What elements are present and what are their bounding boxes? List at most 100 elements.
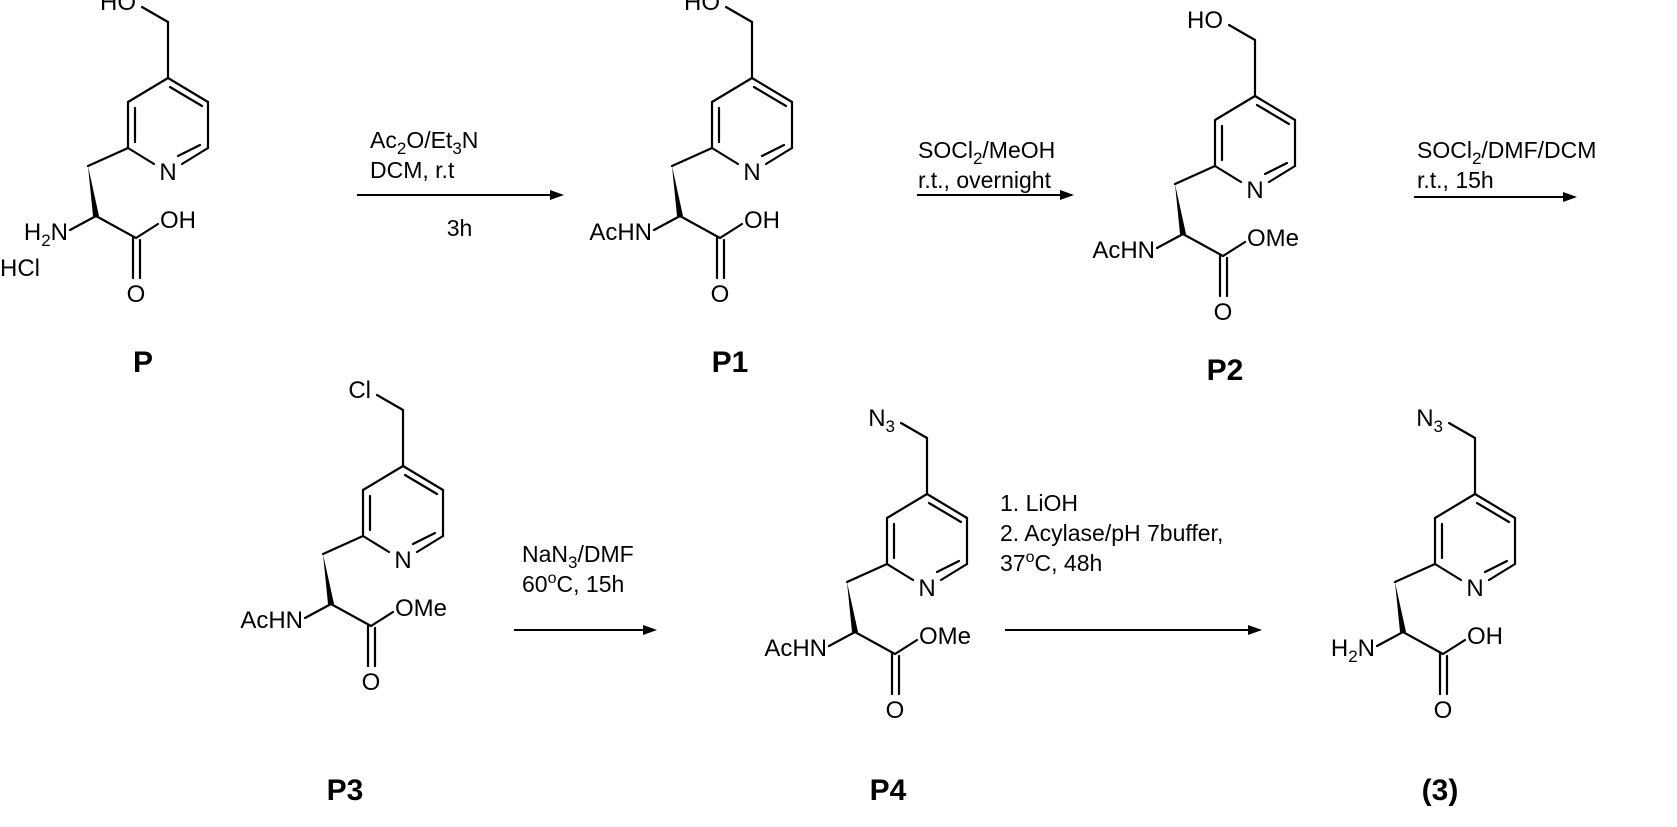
carbonyl-oxygen-label: O: [1434, 697, 1453, 724]
ring-bond: [1269, 166, 1295, 182]
stereo-wedge-bond: [672, 166, 683, 216]
bond: [1403, 632, 1443, 654]
bond: [895, 640, 917, 654]
compound-label: (3): [1422, 774, 1459, 807]
stereo-wedge-bond: [1175, 184, 1186, 234]
amine-label: H2N: [1331, 635, 1375, 666]
ring-bond: [1435, 564, 1461, 580]
bond: [331, 604, 371, 626]
bond: [847, 564, 887, 582]
bond: [829, 632, 855, 646]
amine-label: AcHN: [1092, 237, 1155, 264]
condition-text: 60oC, 15h: [522, 570, 624, 597]
bond: [654, 216, 680, 230]
top-group-label: N3: [868, 405, 895, 436]
compound-p1: N HO AcHN OH O P1: [589, 0, 792, 379]
reaction-arrow-r1: Ac2O/Et3NDCM, r.t 3h: [357, 127, 562, 241]
compound-label: P: [133, 346, 153, 379]
ring-bond: [941, 564, 967, 580]
compound-p3: N ClAcHN OMeO P3: [240, 377, 447, 807]
stereo-wedge-bond: [88, 166, 99, 216]
condition-text: SOCl2/DMF/DCM: [1417, 137, 1596, 168]
bond: [1183, 234, 1223, 256]
bond: [1395, 564, 1435, 582]
ring-nitrogen-label: N: [743, 159, 760, 186]
ring-bond: [417, 536, 443, 552]
ring-bond: [128, 78, 168, 102]
acid-end-label: OH: [744, 207, 780, 234]
condition-text: SOCl2/MeOH: [918, 137, 1055, 168]
compound-c3: NN3H2NOHO(3): [1331, 405, 1515, 807]
bond: [70, 216, 96, 230]
acid-end-label: OMe: [395, 595, 447, 622]
reaction-arrow-r2: SOCl2/MeOHr.t., overnight: [917, 137, 1072, 195]
bond: [136, 224, 158, 238]
bond: [720, 224, 742, 238]
bond: [1449, 423, 1475, 438]
condition-text: NaN3/DMF: [522, 541, 634, 572]
reaction-arrow-r5: 1. LiOH2. Acylase/pH 7buffer,37oC, 48h: [1000, 490, 1260, 630]
top-group-label: HO: [684, 0, 720, 16]
bond: [1175, 166, 1215, 184]
carbonyl-oxygen-label: O: [127, 281, 146, 308]
ring-bond: [887, 494, 927, 518]
ring-nitrogen-label: N: [918, 575, 935, 602]
compound-label: P1: [712, 346, 749, 379]
top-group-label: Cl: [348, 377, 371, 404]
ring-bond: [712, 148, 738, 164]
ring-bond: [1435, 494, 1475, 518]
ring-nitrogen-label: N: [159, 159, 176, 186]
bond: [726, 7, 752, 22]
ring-bond: [1489, 564, 1515, 580]
condition-text: DCM, r.t: [370, 157, 455, 183]
top-group-label: N3: [1416, 405, 1443, 436]
carbonyl-oxygen-label: O: [1214, 299, 1233, 326]
bond: [1443, 640, 1465, 654]
bond: [855, 632, 895, 654]
top-group-label: HO: [1187, 7, 1223, 34]
carbonyl-oxygen-label: O: [886, 697, 905, 724]
ring-nitrogen-label: N: [1466, 575, 1483, 602]
ring-bond: [766, 148, 792, 164]
compound-p2: N HO AcHN OMeO P2: [1092, 7, 1299, 387]
bond: [672, 148, 712, 166]
ring-bond: [363, 536, 389, 552]
ring-bond: [712, 78, 752, 102]
bond: [680, 216, 720, 238]
condition-text: 3h: [447, 215, 473, 241]
reaction-arrow-r3: SOCl2/DMF/DCMr.t., 15h: [1414, 137, 1596, 197]
ring-bond: [1215, 96, 1255, 120]
acid-end-label: OMe: [919, 623, 971, 650]
bond: [1229, 25, 1255, 40]
condition-text: 2. Acylase/pH 7buffer,: [1000, 520, 1223, 546]
amine-label: AcHN: [764, 635, 827, 662]
carbonyl-oxygen-label: O: [711, 281, 730, 308]
carbonyl-oxygen-label: O: [362, 669, 381, 696]
acid-end-label: OH: [160, 207, 196, 234]
bond: [142, 7, 168, 22]
ring-bond: [363, 466, 403, 490]
amine-label: AcHN: [240, 607, 303, 634]
compound-label: P3: [327, 774, 364, 807]
ring-bond: [887, 564, 913, 580]
compound-label: P2: [1207, 354, 1244, 387]
condition-text: Ac2O/Et3N: [370, 127, 478, 158]
stereo-wedge-bond: [1395, 582, 1406, 632]
ring-bond: [182, 148, 208, 164]
ring-nitrogen-label: N: [394, 547, 411, 574]
amine-label: AcHN: [589, 219, 652, 246]
bond: [1223, 242, 1245, 256]
acid-end-label: OMe: [1247, 225, 1299, 252]
bond: [377, 395, 403, 410]
ring-bond: [1215, 166, 1241, 182]
stereo-wedge-bond: [323, 554, 334, 604]
bond: [88, 148, 128, 166]
reaction-arrow-r4: NaN3/DMF60oC, 15h: [514, 541, 655, 630]
salt-label: HCl: [0, 255, 40, 282]
bond: [96, 216, 136, 238]
compound-p: NHOH2NHClOHOP: [0, 0, 208, 379]
stereo-wedge-bond: [847, 582, 858, 632]
ring-nitrogen-label: N: [1246, 177, 1263, 204]
condition-text: r.t., overnight: [918, 167, 1052, 193]
